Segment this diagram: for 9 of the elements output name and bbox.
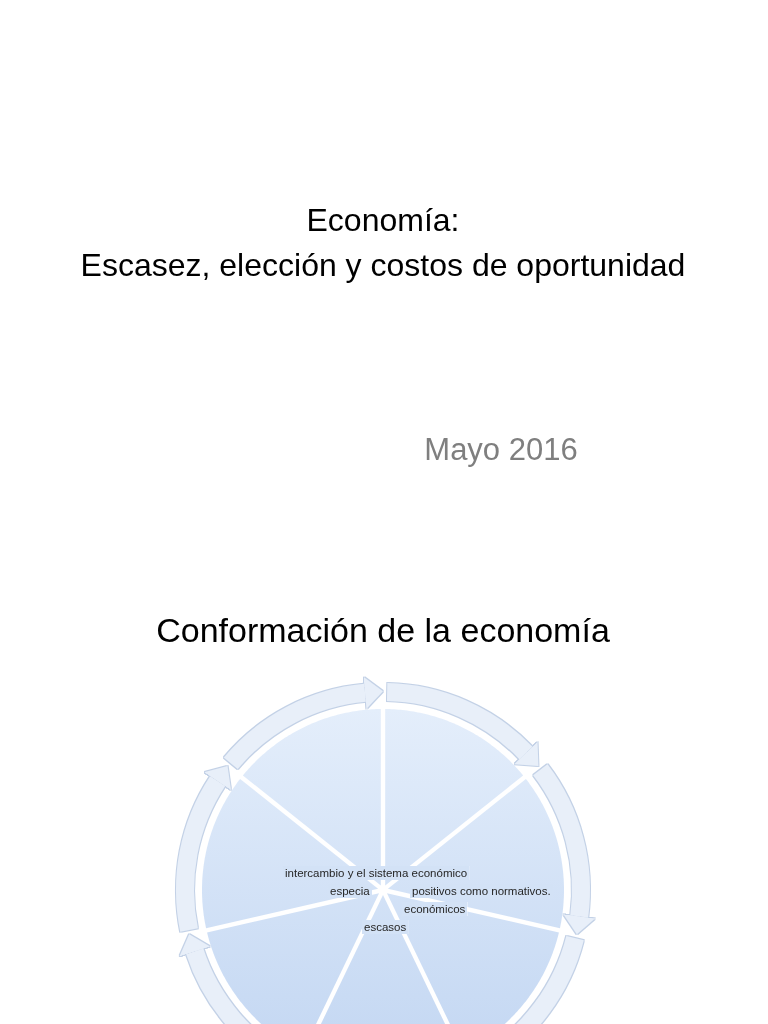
- segment-text: escasos: [362, 920, 409, 934]
- slide-title: Escasez, elección y costos de oportunidad: [80, 246, 686, 285]
- segment-text: especia: [328, 884, 372, 898]
- diagram-title: Conformación de la economía: [156, 610, 610, 651]
- slide-title: Economía:: [306, 201, 460, 240]
- segment-text: intercambio y el sistema económico: [283, 866, 470, 880]
- segment-text: económicos: [402, 902, 468, 916]
- segment-text: positivos como normativos.: [410, 884, 553, 898]
- date-text: Mayo 2016: [424, 431, 578, 469]
